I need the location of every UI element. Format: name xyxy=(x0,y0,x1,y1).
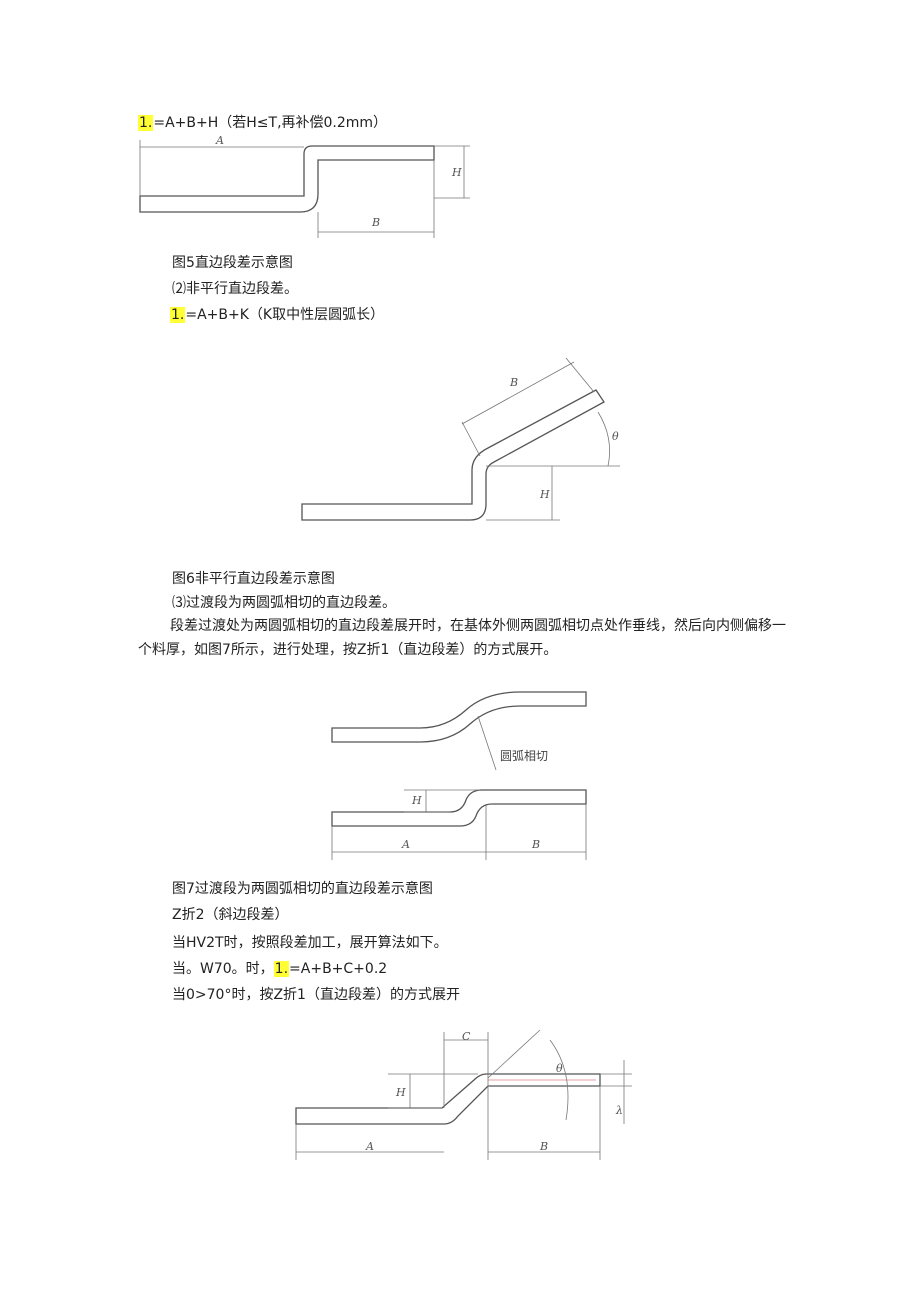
formula-3-marker: 1. xyxy=(273,961,290,977)
fig5-label-a: A xyxy=(215,134,224,147)
figure-7-caption: 图7过渡段为两圆弧相切的直边段差示意图 xyxy=(172,881,433,897)
fig8-label-theta: θ xyxy=(556,1062,563,1075)
formula-1-text: =A+B+H（若H≤T,再补偿0.2mm） xyxy=(153,115,388,131)
fig7-label-tangent: 圆弧相切 xyxy=(500,749,548,763)
figure-7-lower-drawing xyxy=(331,789,587,860)
figure-6-drawing xyxy=(301,357,620,521)
fig6-label-b: B xyxy=(509,376,518,389)
figure-6-caption: 图6非平行直边段差示意图 xyxy=(172,571,335,587)
fig7-label-b: B xyxy=(531,838,540,851)
condition-2-text: 当。W70。时， xyxy=(172,961,274,977)
fig8-label-c: C xyxy=(462,1030,471,1043)
formula-1: 1.=A+B+H（若H≤T,再补偿0.2mm） xyxy=(138,114,387,132)
section-3-title: ⑶过渡段为两圆弧相切的直边段差。 xyxy=(172,595,396,611)
formula-3-text: =A+B+C+0.2 xyxy=(289,961,388,977)
fig7-label-a: A xyxy=(401,838,410,851)
figure-7-upper-drawing xyxy=(331,691,587,771)
fig5-label-b: B xyxy=(371,216,380,229)
figure-8-drawing xyxy=(295,1029,632,1160)
figure-5-caption: 图5直边段差示意图 xyxy=(172,255,293,271)
fig7-label-h: H xyxy=(411,794,422,807)
fig8-label-h: H xyxy=(395,1086,406,1099)
formula-2-marker: 1. xyxy=(170,307,186,323)
section-2-title: ⑵非平行直边段差。 xyxy=(172,281,298,297)
condition-1: 当HV2T时，按照段差加工，展开算法如下。 xyxy=(172,935,448,951)
paragraph-body: 段差过渡处为两圆弧相切的直边段差展开时，在基体外侧两圆弧相切点处作垂线，然后向内… xyxy=(138,618,786,658)
formula-1-marker: 1. xyxy=(138,115,154,131)
formula-2-text: =A+B+K（K取中性层圆弧长） xyxy=(185,307,385,323)
z-fold-2-title: Z折2（斜边段差） xyxy=(172,907,289,923)
fig8-label-a: A xyxy=(365,1140,374,1153)
condition-3: 当0>70°时，按Z折1（直边段差）的方式展开 xyxy=(172,987,460,1003)
fig5-label-h: H xyxy=(451,166,462,179)
fig6-label-h: H xyxy=(539,488,550,501)
figure-5-drawing xyxy=(139,140,470,238)
condition-2: 当。W70。时，1.=A+B+C+0.2 xyxy=(172,960,387,978)
formula-2: 1.=A+B+K（K取中性层圆弧长） xyxy=(170,306,384,324)
fig8-label-t: λ xyxy=(615,1104,623,1117)
fig6-label-theta: θ xyxy=(612,430,619,443)
fig8-label-b: B xyxy=(539,1140,548,1153)
